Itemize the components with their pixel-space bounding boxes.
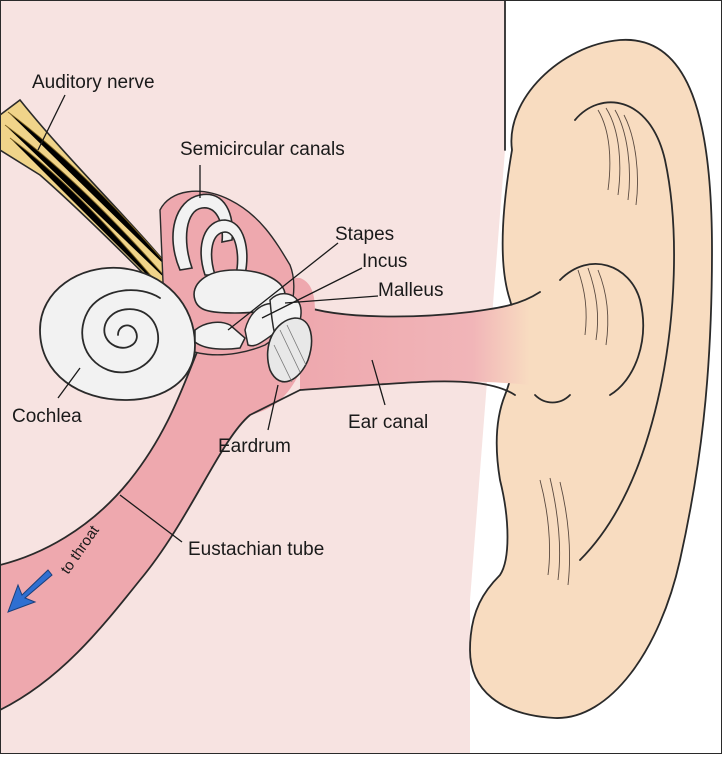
label-eardrum: Eardrum bbox=[218, 436, 291, 457]
label-cochlea: Cochlea bbox=[12, 406, 82, 427]
label-malleus: Malleus bbox=[378, 280, 443, 301]
label-eustachian-tube: Eustachian tube bbox=[188, 539, 324, 560]
label-semicircular-canals: Semicircular canals bbox=[180, 139, 345, 160]
label-auditory-nerve: Auditory nerve bbox=[32, 72, 155, 93]
label-stapes: Stapes bbox=[335, 224, 394, 245]
label-ear-canal: Ear canal bbox=[348, 412, 428, 433]
label-incus: Incus bbox=[362, 251, 407, 272]
